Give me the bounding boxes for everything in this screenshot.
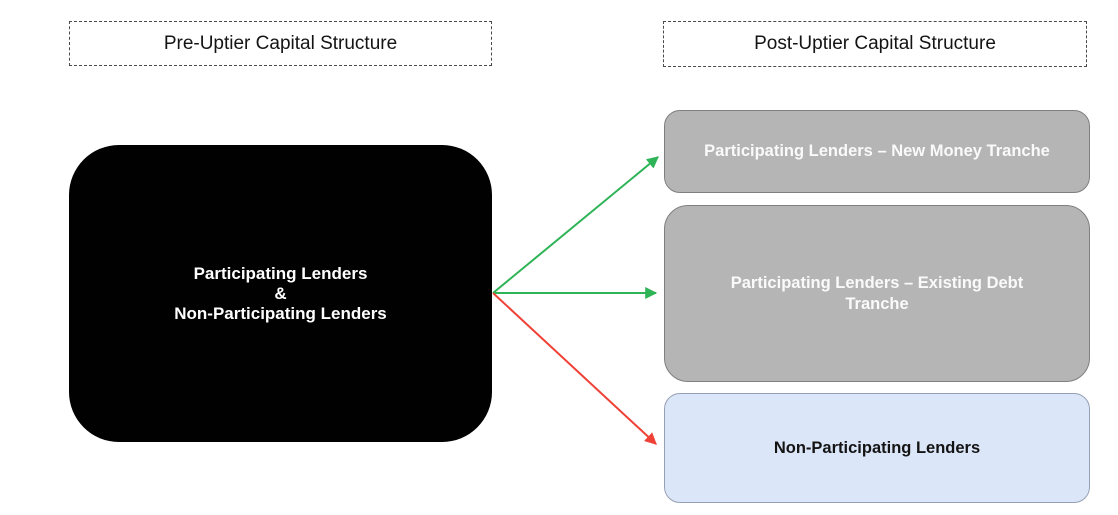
source-node-line2: & (274, 283, 287, 303)
post-uptier-title-box: Post-Uptier Capital Structure (663, 21, 1087, 67)
post-node-non-participating-label: Non-Participating Lenders (773, 438, 981, 457)
source-node-line1: Participating Lenders (193, 263, 368, 283)
arrow-to-new-money-tranche (492, 156, 659, 294)
source-node-line3: Non-Participating Lenders (174, 303, 387, 323)
post-node-new-money-tranche: Participating Lenders – New Money Tranch… (664, 110, 1090, 193)
arrow-to-non-participating-lenders (492, 292, 657, 445)
post-node-existing-debt-tranche: Participating Lenders – Existing Debt Tr… (664, 205, 1090, 382)
post-node-existing-debt-label: Participating Lenders – Existing Debt Tr… (730, 273, 1024, 313)
post-node-non-participating-lenders: Non-Participating Lenders (664, 393, 1090, 503)
post-uptier-title: Post-Uptier Capital Structure (754, 33, 996, 54)
pre-uptier-title-box: Pre-Uptier Capital Structure (69, 21, 492, 66)
pre-uptier-title: Pre-Uptier Capital Structure (163, 32, 398, 54)
source-node-all-lenders: Participating Lenders & Non-Participatin… (69, 145, 492, 442)
post-node-new-money-label: Participating Lenders – New Money Tranch… (704, 142, 1050, 160)
